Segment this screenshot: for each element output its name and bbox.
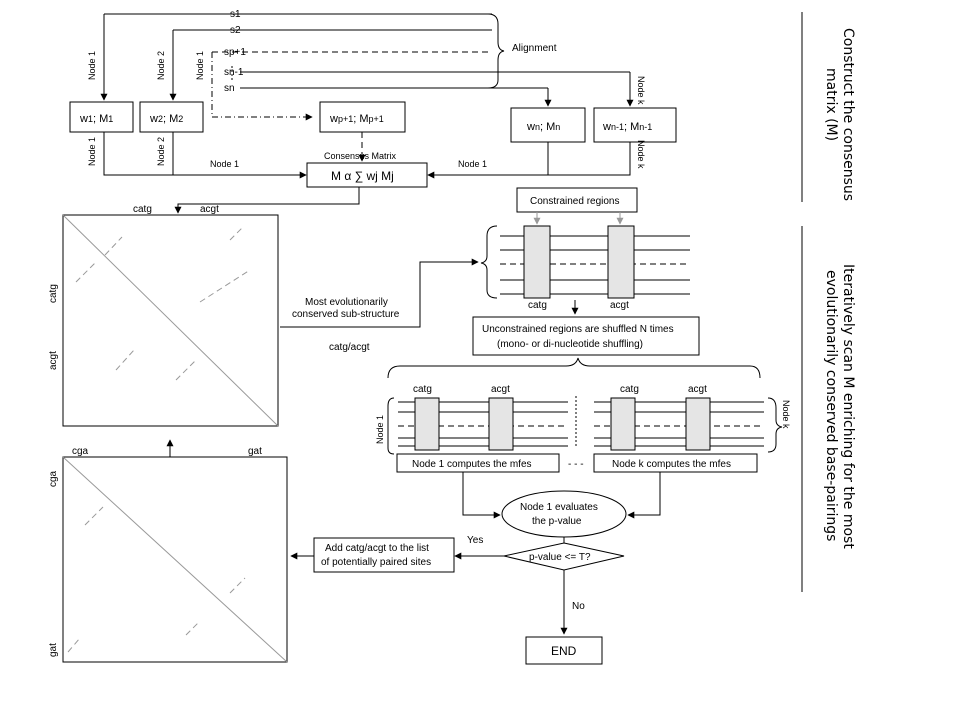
scan-label-1: Iteratively scan M enriching for the mos…	[840, 264, 856, 549]
sequence-lines	[104, 13, 630, 89]
region-label-b: acgt	[610, 300, 629, 311]
matrix-top-col-b: acgt	[200, 204, 219, 215]
svg-text:wn-1; Mn-1: wn-1; Mn-1	[602, 121, 652, 133]
matrix-top-row-a: catg	[48, 284, 59, 303]
node1-label-right: Node 1	[458, 159, 487, 169]
consensus-title: Consensus Matrix	[324, 151, 397, 161]
svg-text:wp+1; Mp+1: wp+1; Mp+1	[329, 113, 384, 125]
node2-label-mid: Node 2	[156, 137, 166, 166]
seq-label-sn1: sn-1	[224, 67, 244, 78]
compute-ellipsis: - - -	[568, 459, 584, 470]
node1-strip-label: Node 1	[375, 415, 385, 444]
nodek-brace	[767, 397, 783, 453]
constrained-box	[516, 187, 638, 213]
conserved-label-2: conserved sub-structure	[292, 309, 400, 320]
alignment-brace	[487, 13, 505, 89]
region-label-a: catg	[528, 300, 547, 311]
matrix-bottom-row-b: gat	[48, 643, 59, 657]
matrix-top	[62, 214, 279, 427]
weight-box-w1: w1; M1	[69, 101, 134, 133]
matrix-bottom-row-a: cga	[48, 470, 59, 487]
nodek-region-label-a: catg	[620, 384, 639, 395]
construct-label-2: matrix (M)	[823, 68, 839, 141]
node2-label-top: Node 2	[156, 51, 166, 80]
decision-no: No	[572, 601, 585, 612]
end-label: END	[551, 644, 577, 658]
arrow-compute1-evaluate	[462, 472, 501, 519]
shuffle-label-1: Unconstrained regions are shuffled N tim…	[482, 324, 674, 335]
end-box	[525, 636, 603, 665]
evaluate-ellipse	[501, 490, 627, 538]
arrow-wn1-consensus	[427, 142, 631, 179]
node1-label-sp1: Node 1	[195, 51, 205, 80]
matrix-bottom-col-a: cga	[72, 446, 89, 457]
svg-text:wn; Mn: wn; Mn	[526, 121, 560, 133]
node1-label-top: Node 1	[87, 51, 97, 80]
consensus-box	[306, 162, 428, 188]
node1-region-label-a: catg	[413, 384, 432, 395]
node1-region-label-b: acgt	[491, 384, 510, 395]
nodek-strip-label: Node k	[781, 400, 791, 429]
region-strip-nodek	[594, 397, 764, 451]
weight-box-wp1: wp+1; Mp+1	[319, 101, 406, 133]
constrained-label: Constrained regions	[530, 196, 620, 207]
arrow-w1-consensus	[103, 132, 307, 179]
weight-box-w2: w2; M2	[139, 101, 204, 133]
matrix-bottom-col-b: gat	[248, 446, 262, 457]
construct-label-1: Construct the consensus	[840, 28, 856, 201]
alignment-label: Alignment	[512, 43, 557, 54]
scan-label-2: evolutionarily conserved base-pairings	[823, 270, 839, 541]
consensus-formula: M α ∑ wj Mj	[331, 169, 394, 183]
conserved-label-1: Most evolutionarily	[305, 297, 388, 308]
arrow-computek-evaluate	[627, 472, 661, 519]
node1-label-mid: Node 1	[87, 137, 97, 166]
nodek-label-top: Node k	[636, 76, 646, 105]
add-sites-label-2: of potentially paired sites	[321, 557, 431, 568]
node1-brace	[387, 397, 395, 455]
nodek-label-mid: Node k	[636, 140, 646, 169]
shuffle-box	[472, 316, 700, 356]
add-sites-label-1: Add catg/acgt to the list	[325, 543, 429, 554]
weight-box-wn1: wn-1; Mn-1	[593, 107, 677, 143]
svg-text:w1; M1: w1; M1	[79, 113, 113, 125]
decision-yes: Yes	[467, 535, 483, 546]
region-strip-top	[480, 225, 690, 299]
svg-text:w2; M2: w2; M2	[149, 113, 183, 125]
evaluate-label-2: the p-value	[532, 516, 582, 527]
compute-label-node1: Node 1 computes the mfes	[412, 459, 532, 470]
conserved-pair: catg/acgt	[329, 342, 370, 353]
arrow-consensus-matrix	[174, 187, 360, 214]
matrix-top-row-b: acgt	[48, 351, 59, 370]
arrow-wp1	[211, 52, 313, 121]
region-strip-node1	[398, 397, 568, 451]
seq-label-s1: s1	[230, 9, 241, 20]
weight-box-wn: wn; Mn	[510, 107, 586, 143]
node1-label-left: Node 1	[210, 159, 239, 169]
compute-box-nodek	[593, 453, 758, 473]
shuffle-label-2: (mono- or di-nucleotide shuffling)	[497, 339, 643, 350]
matrix-top-col-a: catg	[133, 204, 152, 215]
matrix-bottom	[62, 456, 288, 663]
seq-label-sn: sn	[224, 83, 235, 94]
seq-label-sp1: sp+1	[224, 47, 246, 58]
seq-label-s2: s2	[230, 25, 241, 36]
compute-box-node1	[396, 453, 560, 473]
compute-label-nodek: Node k computes the mfes	[612, 459, 731, 470]
shuffle-brace	[387, 357, 761, 379]
nodek-region-label-b: acgt	[688, 384, 707, 395]
evaluate-label-1: Node 1 evaluates	[520, 502, 598, 513]
add-sites-box	[313, 537, 455, 573]
arrow-conserved-regions	[280, 258, 479, 328]
decision-label: p-value <= T?	[529, 552, 591, 563]
